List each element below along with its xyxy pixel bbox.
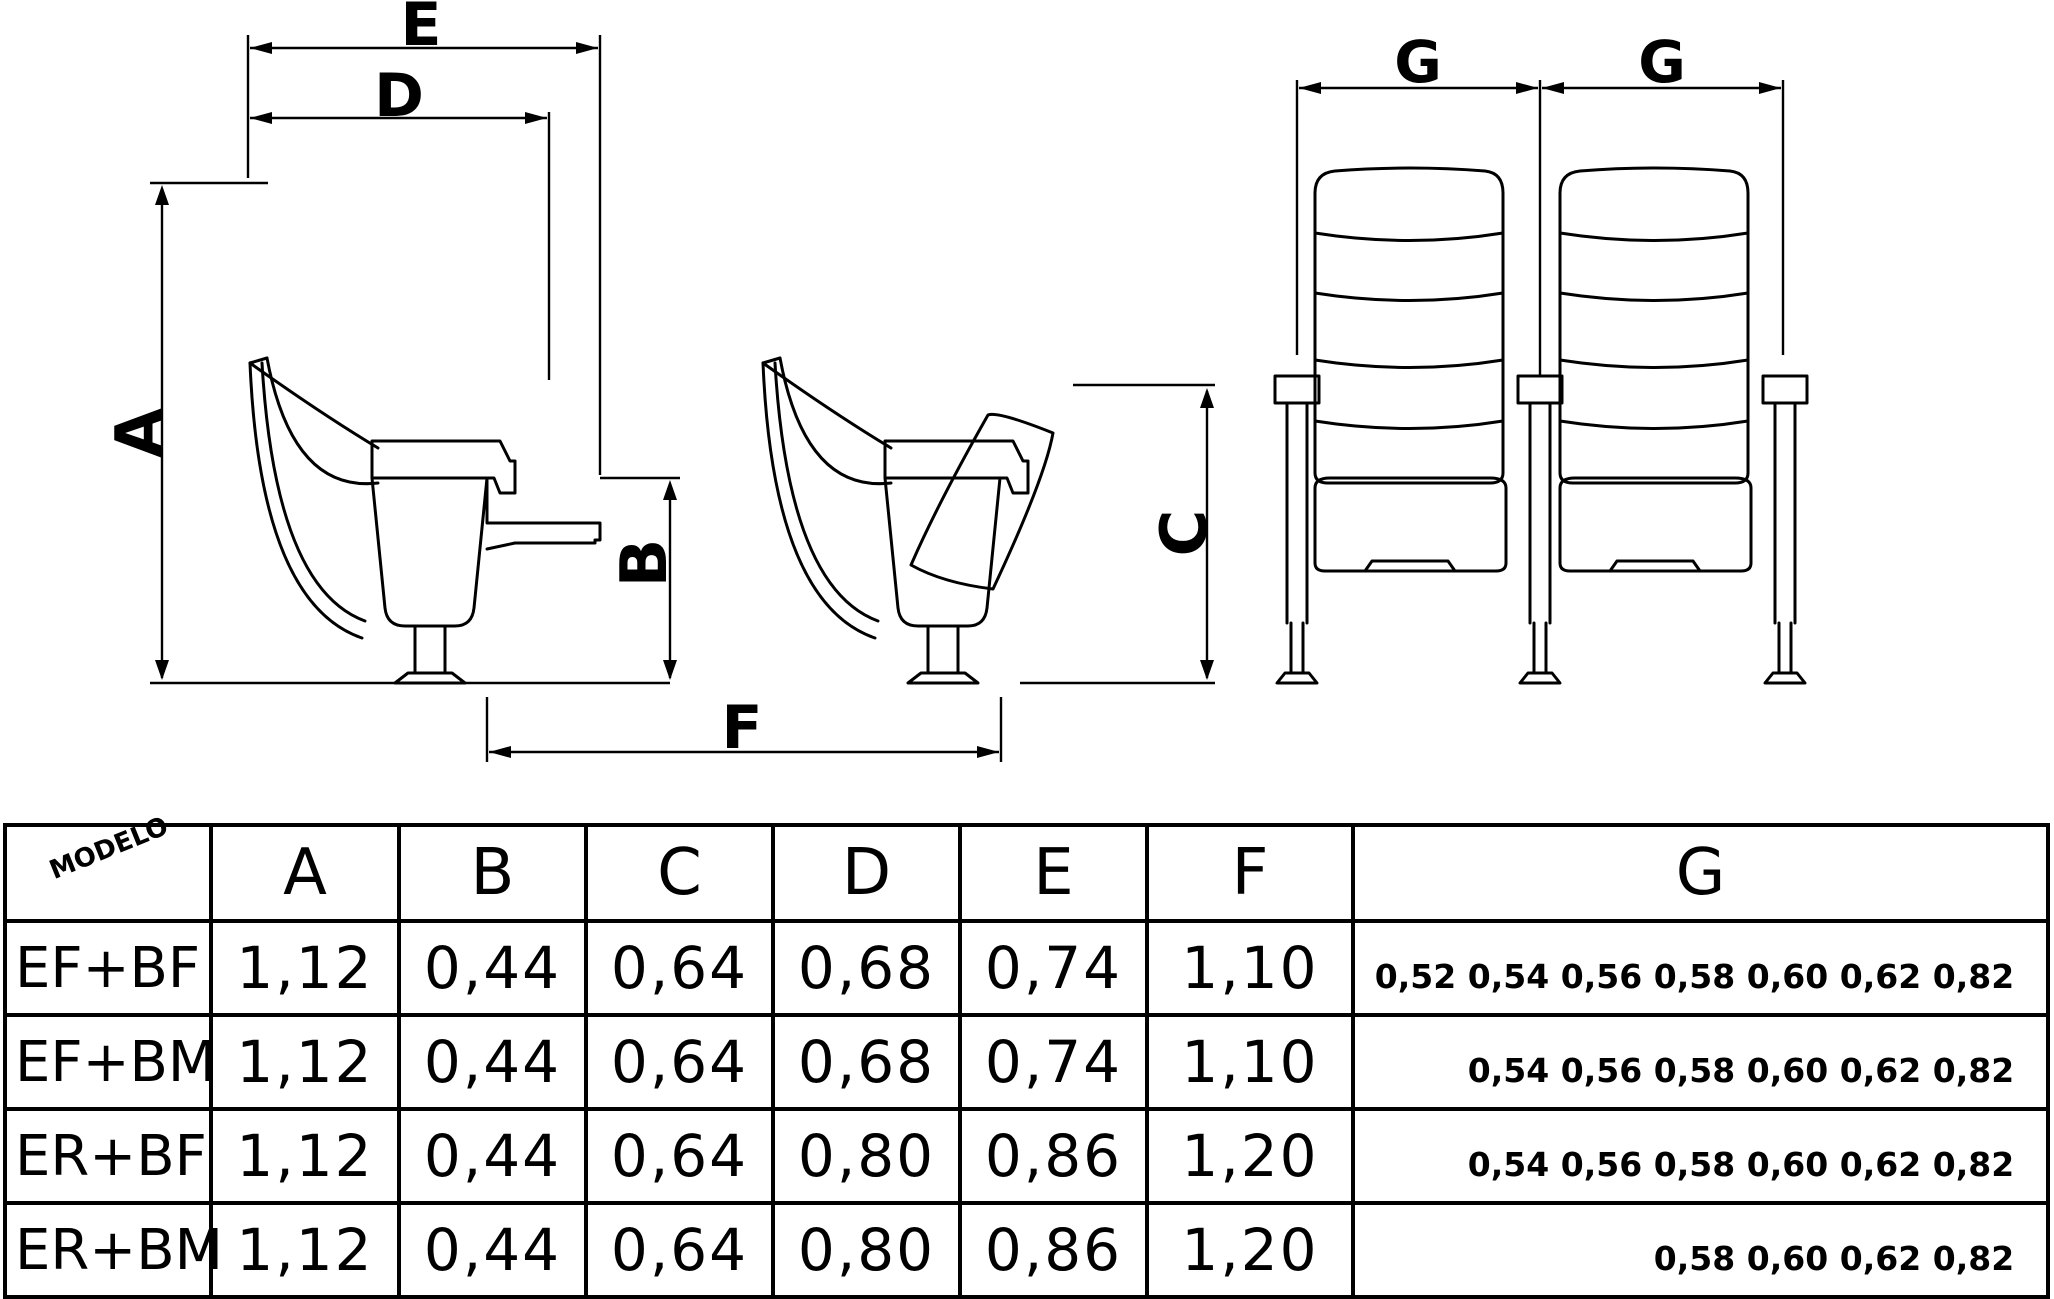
- value-cell-d: 0,80: [771, 1201, 962, 1299]
- g-option: 0,62: [1839, 957, 1922, 996]
- g-option: 0,54: [1467, 957, 1550, 996]
- table-row: ER+BF 1,12 0,44 0,64 0,80 0,86 1,20 0,54…: [3, 1107, 2050, 1205]
- column-header-d: D: [771, 823, 962, 923]
- value-cell-b: 0,44: [397, 1201, 588, 1299]
- g-option: 0,82: [1932, 957, 2015, 996]
- dim-label-c: C: [1148, 510, 1222, 557]
- modelo-label: MODELO: [45, 811, 173, 886]
- column-header-b: B: [397, 823, 588, 923]
- side-view-seat-open: [248, 356, 602, 685]
- g-option: 0,58: [1653, 957, 1736, 996]
- column-header-e: E: [958, 823, 1149, 923]
- value-cell-f: 1,20: [1145, 1107, 1355, 1205]
- column-header-a: A: [209, 823, 401, 923]
- value-cell-a: 1,12: [209, 919, 401, 1017]
- dim-label-f: F: [722, 693, 763, 763]
- value-cell-d: 0,80: [771, 1107, 962, 1205]
- value-cell-g: 0,58 0,60 0,62 0,82: [1351, 1201, 2050, 1299]
- g-option: 0,56: [1560, 957, 1643, 996]
- dimension-table: MODELO A B C D E F G EF+BF 1,12 0,44 0,6…: [3, 811, 2050, 1299]
- model-cell: ER+BF: [3, 1107, 213, 1205]
- value-cell-g: 0,54 0,56 0,58 0,60 0,62 0,82: [1351, 1013, 2050, 1111]
- g-option: 0,58: [1653, 1051, 1736, 1090]
- table-row: EF+BM 1,12 0,44 0,64 0,68 0,74 1,10 0,54…: [3, 1013, 2050, 1111]
- side-view-seat-folded: [761, 356, 1055, 685]
- model-cell: ER+BM: [3, 1201, 223, 1299]
- g-option: 0,58: [1653, 1145, 1736, 1184]
- g-option: 0,60: [1746, 957, 1829, 996]
- table-row: EF+BF 1,12 0,44 0,64 0,68 0,74 1,10 0,52…: [3, 919, 2050, 1017]
- value-cell-g: 0,52 0,54 0,56 0,58 0,60 0,62 0,82: [1351, 919, 2050, 1017]
- value-cell-d: 0,68: [771, 1013, 962, 1111]
- g-option: 0,82: [1932, 1051, 2015, 1090]
- model-cell: EF+BF: [3, 919, 213, 1017]
- g-option: 0,82: [1932, 1239, 2015, 1278]
- g-option: 0,56: [1560, 1145, 1643, 1184]
- dim-label-e: E: [401, 0, 442, 60]
- value-cell-c: 0,64: [584, 1107, 775, 1205]
- corner-header: MODELO: [3, 811, 213, 923]
- column-header-f: F: [1145, 823, 1355, 923]
- g-option: 0,52: [1374, 957, 1457, 996]
- g-option: 0,54: [1467, 1145, 1550, 1184]
- g-option: 0,54: [1467, 1051, 1550, 1090]
- model-cell: EF+BM: [3, 1013, 216, 1111]
- dimension-lines: [150, 35, 1785, 762]
- seat-dimension-drawing: A B C D E F G G: [103, 0, 1809, 763]
- value-cell-c: 0,64: [584, 919, 775, 1017]
- g-option: 0,62: [1839, 1239, 1922, 1278]
- value-cell-g: 0,54 0,56 0,58 0,60 0,62 0,82: [1351, 1107, 2050, 1205]
- table-row: ER+BM 1,12 0,44 0,64 0,80 0,86 1,20 0,58…: [3, 1201, 2050, 1299]
- value-cell-b: 0,44: [397, 1107, 588, 1205]
- g-option: 0,56: [1560, 1051, 1643, 1090]
- value-cell-e: 0,74: [958, 919, 1149, 1017]
- dim-label-b: B: [608, 539, 682, 588]
- value-cell-a: 1,12: [209, 1107, 401, 1205]
- value-cell-c: 0,64: [584, 1013, 775, 1111]
- dim-label-g-left: G: [1394, 28, 1442, 96]
- value-cell-e: 0,86: [958, 1107, 1149, 1205]
- table-header-row: MODELO A B C D E F G: [3, 811, 2050, 923]
- column-header-g: G: [1351, 823, 2050, 923]
- value-cell-f: 1,10: [1145, 919, 1355, 1017]
- g-option: 0,62: [1839, 1145, 1922, 1184]
- value-cell-f: 1,10: [1145, 1013, 1355, 1111]
- column-header-c: C: [584, 823, 775, 923]
- dim-label-g-right: G: [1638, 28, 1686, 96]
- g-option: 0,60: [1746, 1145, 1829, 1184]
- value-cell-d: 0,68: [771, 919, 962, 1017]
- g-option: 0,62: [1839, 1051, 1922, 1090]
- value-cell-a: 1,12: [209, 1201, 401, 1299]
- value-cell-c: 0,64: [584, 1201, 775, 1299]
- dim-label-a: A: [103, 408, 177, 458]
- dim-label-d: D: [374, 61, 424, 131]
- value-cell-a: 1,12: [209, 1013, 401, 1111]
- g-option: 0,58: [1653, 1239, 1736, 1278]
- g-option: 0,60: [1746, 1051, 1829, 1090]
- value-cell-e: 0,74: [958, 1013, 1149, 1111]
- value-cell-e: 0,86: [958, 1201, 1149, 1299]
- g-option: 0,82: [1932, 1145, 2015, 1184]
- value-cell-b: 0,44: [397, 1013, 588, 1111]
- g-option: 0,60: [1746, 1239, 1829, 1278]
- value-cell-b: 0,44: [397, 919, 588, 1017]
- value-cell-f: 1,20: [1145, 1201, 1355, 1299]
